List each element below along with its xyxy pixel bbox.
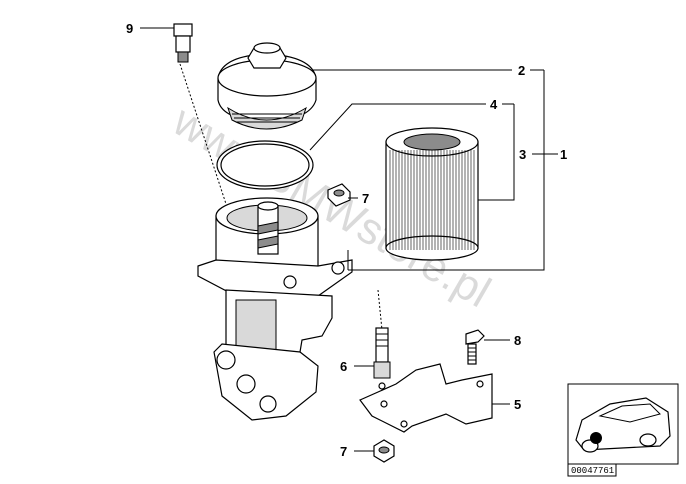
filter-element: [385, 127, 479, 261]
leader-lines: [140, 27, 558, 452]
mounting-bracket: [359, 363, 493, 433]
o-ring-seal: [216, 140, 314, 190]
filter-cover-cap: [217, 42, 317, 130]
mounting-bolt: [465, 329, 485, 365]
oil-filter-housing: [197, 197, 353, 421]
callout-7-lower: 7: [340, 444, 347, 459]
callout-3: 3: [519, 147, 526, 162]
hex-nut-upper: [327, 183, 351, 207]
callout-5: 5: [514, 397, 521, 412]
callout-4: 4: [490, 97, 498, 112]
filter-pleats: [389, 150, 475, 250]
hex-nut-lower: [373, 439, 395, 463]
callout-9: 9: [126, 21, 133, 36]
rubber-mount: [373, 289, 391, 390]
car-location-inset: 00047761: [567, 383, 679, 477]
callout-8: 8: [514, 333, 521, 348]
oil-pressure-sensor: [173, 23, 229, 211]
callout-2: 2: [518, 63, 525, 78]
reference-number: 00047761: [571, 466, 614, 476]
callout-1: 1: [560, 147, 567, 162]
component-location-marker: [590, 432, 602, 444]
callout-7-upper: 7: [362, 191, 369, 206]
callout-6: 6: [340, 359, 347, 374]
